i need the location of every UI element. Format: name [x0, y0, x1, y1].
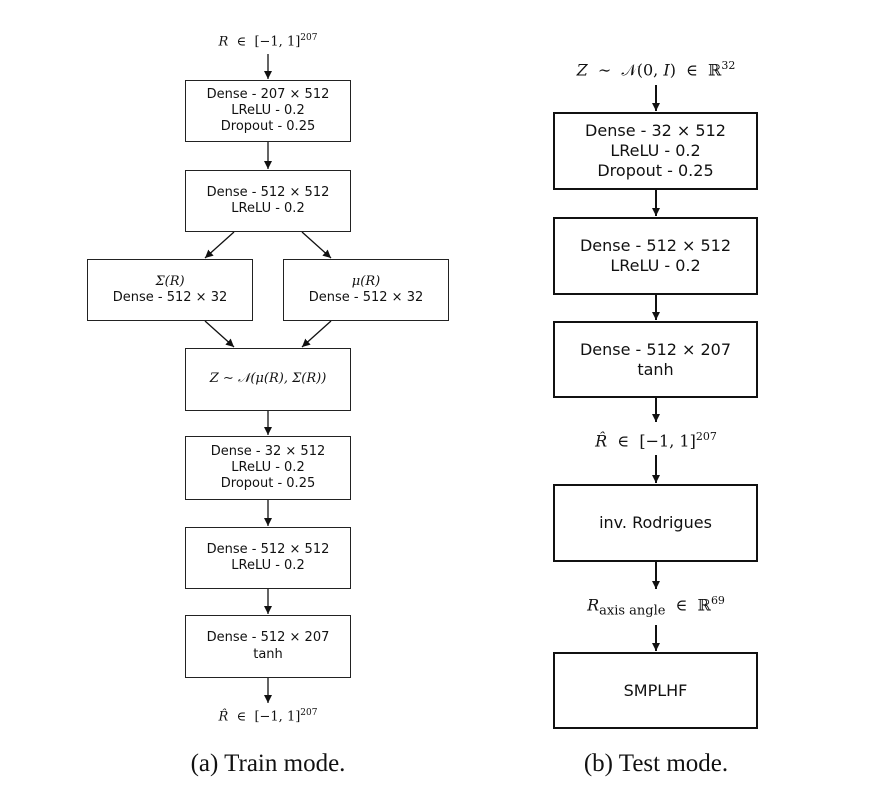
train-mu-block: μ(R) Dense - 512 × 32: [283, 259, 449, 321]
train-block-5: Dense - 512 × 207 tanh: [185, 615, 351, 678]
train-output-label: R̂ ∈ [−1, 1]207: [218, 708, 318, 725]
test-input-label: Z ∼ 𝒩(0, I) ∈ ℝ32: [576, 59, 736, 80]
train-input-label: R ∈ [−1, 1]207: [218, 33, 318, 50]
train-mu-line-1: μ(R): [351, 273, 381, 289]
train-block-5-line-2: tanh: [253, 646, 283, 662]
train-sigma-line-2: Dense - 512 × 32: [112, 290, 228, 305]
train-block-1: Dense - 207 × 512 LReLU - 0.2 Dropout - …: [185, 80, 351, 142]
test-block-3-line-1: Dense - 512 × 207: [579, 339, 732, 359]
train-block-5-line-1: Dense - 512 × 207: [206, 630, 330, 646]
train-block-4-line-1: Dense - 512 × 512: [206, 541, 330, 557]
train-block-4-line-2: LReLU - 0.2: [231, 558, 305, 573]
test-block-5-line-1: SMPLHF: [623, 680, 688, 700]
train-z-block: Z ∼ 𝒩(μ(R), Σ(R)): [185, 348, 351, 411]
test-block-1: Dense - 32 × 512 LReLU - 0.2 Dropout - 0…: [553, 112, 758, 190]
train-block-1-line-3: Dropout - 0.25: [220, 119, 316, 135]
test-block-2: Dense - 512 × 512 LReLU - 0.2: [553, 217, 758, 295]
test-block-4-line-1: inv. Rodrigues: [599, 513, 712, 532]
test-block-2-line-1: Dense - 512 × 512: [579, 236, 732, 255]
train-block-4: Dense - 512 × 512 LReLU - 0.2: [185, 527, 351, 589]
train-block-1-line-1: Dense - 207 × 512: [206, 86, 330, 102]
test-mid-label: R̂ ∈ [−1, 1]207: [595, 430, 717, 451]
test-block-1-line-3: Dropout - 0.25: [597, 161, 714, 180]
train-caption: (a) Train mode.: [190, 750, 346, 777]
test-caption: (b) Test mode.: [583, 750, 729, 777]
arrow-train-2-mu: [301, 231, 332, 259]
train-block-3-line-1: Dense - 32 × 512: [210, 443, 326, 459]
test-block-3: Dense - 512 × 207 tanh: [553, 321, 758, 398]
test-block-1-line-1: Dense - 32 × 512: [585, 121, 726, 140]
train-z-line: Z ∼ 𝒩(μ(R), Σ(R)): [209, 371, 327, 387]
train-block-3: Dense - 32 × 512 LReLU - 0.2 Dropout - 0…: [185, 436, 351, 500]
train-block-2-line-2: LReLU - 0.2: [231, 201, 305, 216]
arrow-train-mu-z: [301, 320, 332, 348]
train-block-2: Dense - 512 × 512 LReLU - 0.2: [185, 170, 351, 232]
test-block-1-line-2: LReLU - 0.2: [610, 141, 701, 160]
train-block-3-line-3: Dropout - 0.25: [220, 476, 316, 492]
arrow-train-sigma-z: [204, 320, 235, 348]
train-block-2-line-1: Dense - 512 × 512: [206, 184, 330, 200]
train-mu-line-2: Dense - 512 × 32: [308, 290, 424, 305]
train-sigma-block: Σ(R) Dense - 512 × 32: [87, 259, 253, 321]
test-block-4: inv. Rodrigues: [553, 484, 758, 562]
test-block-5: SMPLHF: [553, 652, 758, 729]
test-axis-label: Raxis angle ∈ ℝ69: [587, 594, 725, 619]
train-sigma-line-1: Σ(R): [155, 273, 185, 289]
train-block-1-line-2: LReLU - 0.2: [231, 102, 305, 118]
test-block-2-line-2: LReLU - 0.2: [610, 256, 701, 275]
train-block-3-line-2: LReLU - 0.2: [231, 459, 305, 475]
arrow-train-2-sigma: [204, 231, 235, 259]
test-block-3-line-2: tanh: [637, 359, 674, 379]
